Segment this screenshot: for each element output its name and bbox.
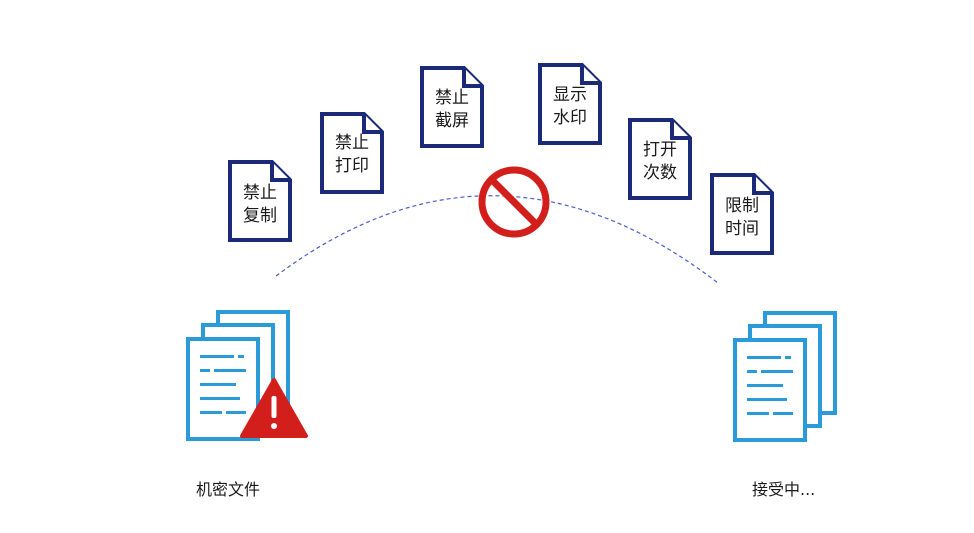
restriction-watermark-line1: 显示: [553, 85, 587, 105]
transfer-arc: [275, 195, 719, 284]
restriction-watermark-line2: 水印: [553, 108, 587, 128]
receiver-label: 接受中...: [752, 480, 815, 499]
document-stack-icon-receiver: [733, 311, 837, 442]
restriction-doc-open-count: 打开 次数: [628, 118, 692, 200]
restriction-open-count-line2: 次数: [643, 163, 677, 183]
restriction-screenshot-line2: 截屏: [435, 111, 469, 131]
sender-label: 机密文件: [196, 480, 260, 499]
warning-triangle-icon: [240, 378, 308, 438]
restriction-doc-screenshot: 禁止 截屏: [420, 66, 484, 148]
restriction-time-limit-line1: 限制: [725, 196, 759, 216]
restriction-doc-time-limit: 限制 时间: [710, 173, 774, 255]
restriction-print-line1: 禁止: [335, 133, 369, 153]
restriction-copy-line2: 复制: [243, 206, 277, 226]
restriction-open-count-line1: 打开: [643, 140, 677, 160]
restriction-time-limit-line2: 时间: [725, 219, 759, 239]
prohibited-icon: [478, 166, 550, 238]
restriction-print-line2: 打印: [335, 156, 369, 176]
restriction-copy-line1: 禁止: [243, 183, 277, 203]
restriction-doc-print: 禁止 打印: [320, 112, 384, 194]
restriction-screenshot-line1: 禁止: [435, 88, 469, 108]
restriction-doc-watermark: 显示 水印: [538, 63, 602, 145]
restriction-doc-copy: 禁止 复制: [228, 160, 292, 242]
